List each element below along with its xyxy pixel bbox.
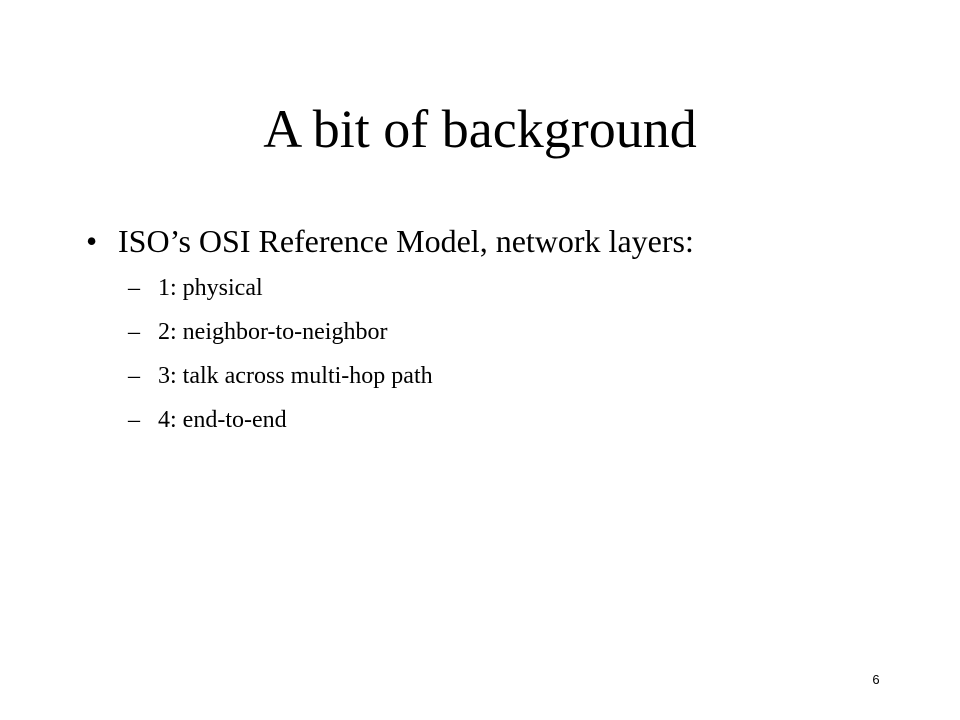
sub-bullet-item: –3: talk across multi-hop path — [128, 356, 433, 400]
sub-bullet-text: 3: talk across multi-hop path — [158, 363, 433, 389]
bullet-icon: • — [86, 223, 98, 259]
sub-bullet-text: 2: neighbor-to-neighbor — [158, 319, 388, 345]
slide-title: A bit of background — [263, 99, 697, 159]
sub-bullet-list: –1: physical –2: neighbor-to-neighbor –3… — [128, 268, 433, 444]
sub-bullet-item: –2: neighbor-to-neighbor — [128, 312, 433, 356]
bullet-item: • ISO’s OSI Reference Model, network laye… — [86, 220, 694, 262]
dash-icon: – — [128, 407, 140, 433]
dash-icon: – — [128, 319, 140, 345]
sub-bullet-item: –1: physical — [128, 268, 433, 312]
sub-bullet-item: –4: end-to-end — [128, 400, 433, 444]
page-number: 6 — [872, 672, 880, 687]
sub-bullet-text: 1: physical — [158, 275, 263, 301]
dash-icon: – — [128, 363, 140, 389]
bullet-text: ISO’s OSI Reference Model, network layer… — [118, 223, 694, 259]
dash-icon: – — [128, 275, 140, 301]
sub-bullet-text: 4: end-to-end — [158, 407, 287, 433]
